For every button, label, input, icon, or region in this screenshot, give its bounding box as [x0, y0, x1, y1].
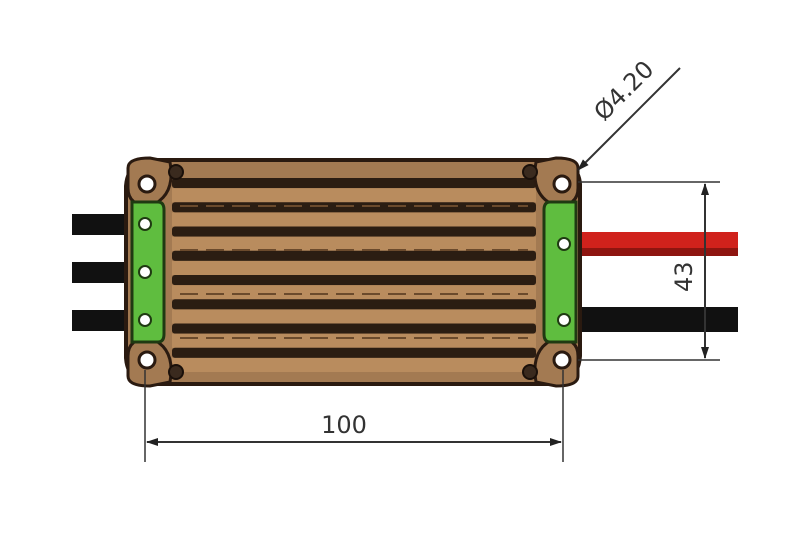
fin-ridge: [172, 212, 536, 227]
fin-groove: [172, 299, 536, 310]
diameter-dimension: Ø4.20: [577, 55, 681, 171]
esc-housing: [124, 156, 582, 388]
left-wire-2: [72, 262, 134, 283]
red-wire-shade: [574, 248, 738, 256]
hole-top-left: [137, 174, 157, 194]
black-wire: [574, 307, 738, 332]
fin-groove: [172, 202, 536, 213]
screw-icon: [522, 364, 538, 380]
diameter-leader-line: [577, 67, 681, 171]
cap-screw-icon: [138, 265, 152, 279]
width-label: 100: [321, 411, 367, 439]
fin-ridge: [172, 260, 536, 275]
cap-screw-icon: [138, 217, 152, 231]
hole-top-right: [552, 174, 572, 194]
diameter-label: Ø4.20: [588, 55, 659, 126]
left-end-cap: [130, 200, 166, 344]
fin-ridge: [172, 285, 536, 300]
fin-ridge: [172, 188, 536, 203]
fin-groove: [172, 250, 536, 261]
screw-icon: [168, 364, 184, 380]
left-wires: [72, 214, 134, 331]
hole-bottom-right: [552, 350, 572, 370]
height-dimension: 43: [578, 181, 720, 361]
fin-groove: [172, 323, 536, 334]
fin-groove: [172, 178, 536, 189]
width-dimension: 100: [144, 370, 564, 462]
cap-screw-icon: [138, 313, 152, 327]
fin-ridge: [172, 357, 536, 372]
height-label: 43: [670, 261, 698, 292]
right-wires: [574, 232, 738, 332]
fin-ridge: [172, 236, 536, 251]
fin-ridge: [172, 333, 536, 348]
heatsink-fins: [172, 178, 536, 372]
fin-groove: [172, 226, 536, 237]
corner-screws: [168, 164, 538, 380]
left-wire-1: [72, 214, 134, 235]
left-wire-3: [72, 310, 134, 331]
screw-icon: [168, 164, 184, 180]
cap-screw-icon: [557, 313, 571, 327]
fin-groove: [172, 275, 536, 286]
mounting-holes: [137, 174, 572, 370]
fin-groove: [172, 347, 536, 358]
cap-screw-icon: [557, 237, 571, 251]
fin-ridge: [172, 309, 536, 324]
screw-icon: [522, 164, 538, 180]
right-end-cap: [542, 200, 578, 344]
hole-bottom-left: [137, 350, 157, 370]
